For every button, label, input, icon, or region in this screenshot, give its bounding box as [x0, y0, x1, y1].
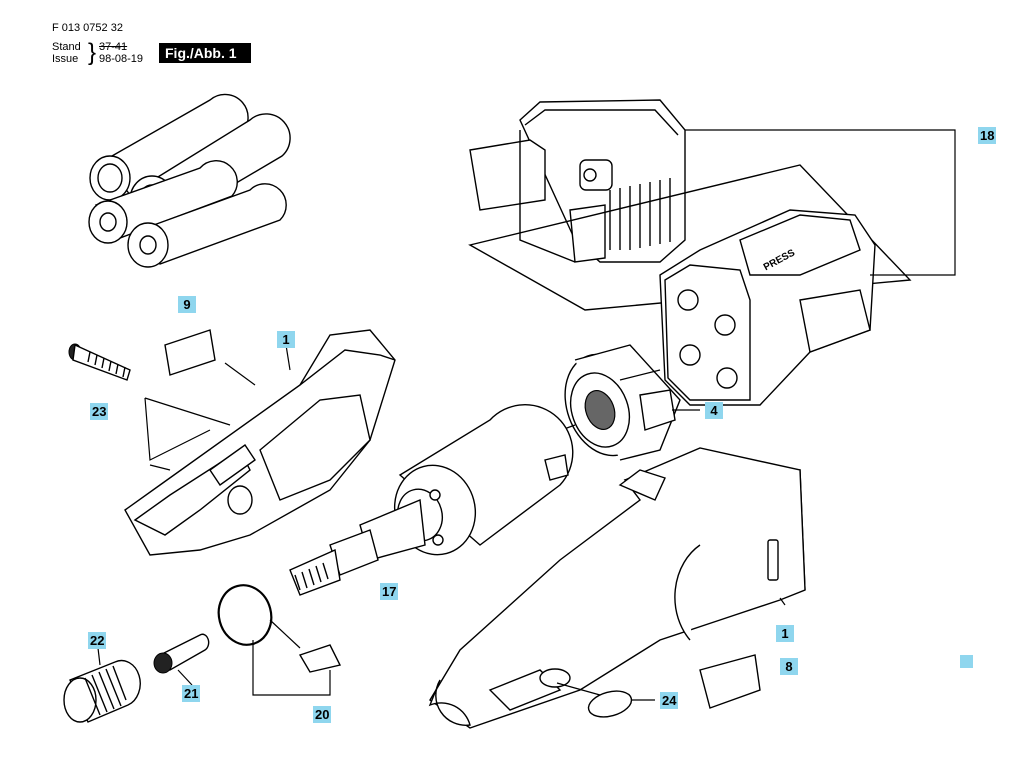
knurled-nut: [63, 659, 141, 723]
screw: [68, 343, 131, 381]
callout-24: 24: [660, 692, 679, 709]
marker-square: [960, 655, 973, 668]
o-ring: [217, 584, 273, 646]
stand-label: Stand: [52, 41, 81, 53]
compartment-plate: [468, 164, 912, 311]
battery-compartment-lower: PRESS: [659, 209, 876, 406]
motor: [289, 404, 574, 596]
callout-18: 18: [978, 127, 997, 144]
callout-20: 20: [313, 706, 332, 723]
figure-label: Fig./Abb. 1: [159, 43, 251, 63]
cap-24: [587, 690, 633, 718]
callout-1-bottom: 1: [776, 625, 794, 642]
clip-20b: [298, 644, 342, 673]
brace-glyph: }: [88, 39, 97, 66]
callout-1-top: 1: [277, 331, 295, 348]
housing-half-left: [124, 329, 396, 556]
issue-label: Issue: [52, 53, 79, 65]
callout-9: 9: [178, 296, 196, 313]
issue-value: 98-08-19: [99, 53, 144, 65]
label-plate-9: [164, 329, 216, 376]
callout-23: 23: [90, 403, 109, 420]
callout-4: 4: [705, 402, 723, 419]
battery-compartment-upper: [469, 99, 686, 263]
battery-pack: [88, 93, 291, 268]
callout-21: 21: [182, 685, 201, 702]
callout-17: 17: [380, 583, 399, 600]
label-plate-8: [699, 654, 761, 709]
callout-22: 22: [88, 632, 107, 649]
collet: [153, 633, 210, 674]
stand-value: 37-41: [99, 41, 128, 53]
document-number: F 013 0752 32: [52, 22, 123, 34]
callout-8: 8: [780, 658, 798, 675]
switch-ring: [564, 344, 681, 461]
